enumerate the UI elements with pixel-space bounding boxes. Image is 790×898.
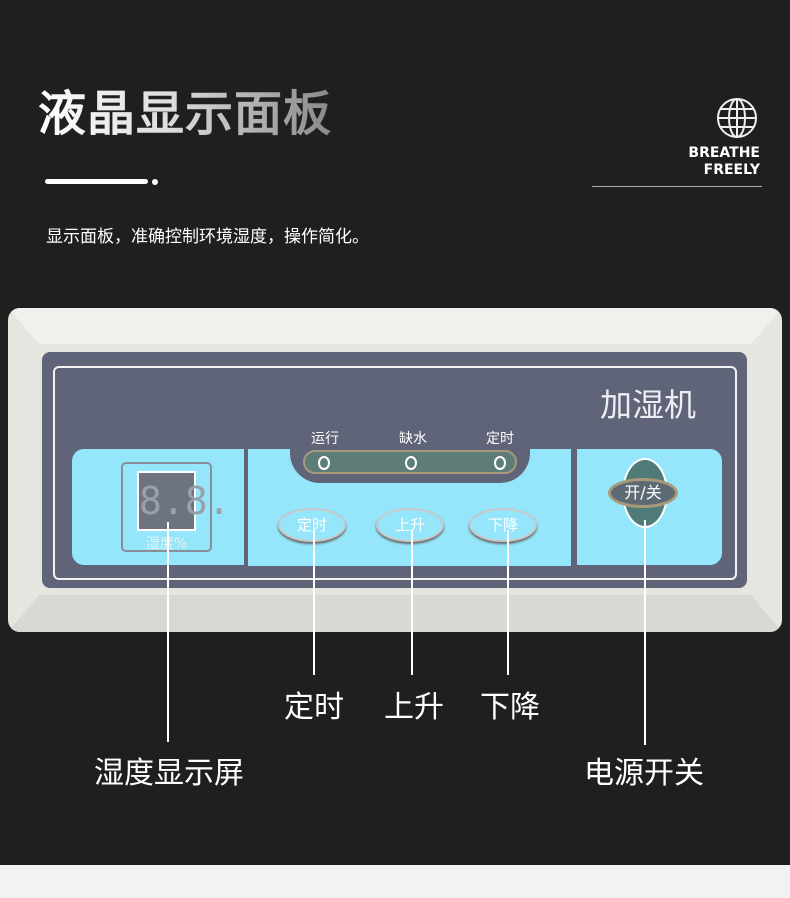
brand-divider bbox=[592, 186, 762, 187]
led-running bbox=[318, 456, 330, 470]
callout-line bbox=[167, 522, 169, 742]
callout-down: 下降 bbox=[480, 690, 540, 725]
display-label: 湿度% bbox=[121, 533, 212, 553]
callout-line bbox=[313, 530, 315, 675]
led-timer bbox=[494, 456, 506, 470]
indicator-label: 运行 bbox=[311, 431, 339, 447]
down-button[interactable]: 下降 bbox=[469, 508, 537, 542]
humidity-display bbox=[121, 462, 212, 552]
indicator-strip bbox=[303, 450, 517, 474]
title-underline-dot bbox=[152, 179, 158, 185]
model-label: 加湿机 bbox=[600, 386, 697, 424]
timer-button[interactable]: 定时 bbox=[278, 508, 346, 542]
indicator-label: 缺水 bbox=[399, 431, 427, 447]
callout-line bbox=[411, 530, 413, 675]
callout-line bbox=[644, 520, 646, 745]
casing-bevel-top bbox=[8, 308, 782, 344]
panel-frame bbox=[53, 366, 737, 580]
bottom-strip bbox=[0, 865, 790, 898]
up-button[interactable]: 上升 bbox=[376, 508, 444, 542]
globe-icon bbox=[717, 98, 757, 138]
callout-up: 上升 bbox=[384, 690, 444, 725]
callout-timer: 定时 bbox=[284, 690, 344, 725]
led-no-water bbox=[405, 456, 417, 470]
casing-bevel-bottom bbox=[8, 595, 782, 632]
page-title: 液晶显示面板 bbox=[38, 74, 332, 144]
brand-line-2: FREELY bbox=[703, 162, 760, 178]
brand-line-1: BREATHE bbox=[688, 145, 760, 161]
indicator-label: 定时 bbox=[486, 431, 514, 447]
callout-power: 电源开关 bbox=[584, 756, 704, 791]
callout-line bbox=[507, 530, 509, 675]
callout-display: 湿度显示屏 bbox=[94, 756, 244, 791]
display-digits: 8.8. bbox=[137, 471, 231, 531]
subtitle: 显示面板，准确控制环境湿度，操作简化。 bbox=[46, 227, 369, 247]
power-button-label[interactable]: 开/关 bbox=[608, 478, 678, 508]
title-underline bbox=[45, 179, 148, 184]
brand-text: BREATHE FREELY bbox=[688, 145, 760, 179]
